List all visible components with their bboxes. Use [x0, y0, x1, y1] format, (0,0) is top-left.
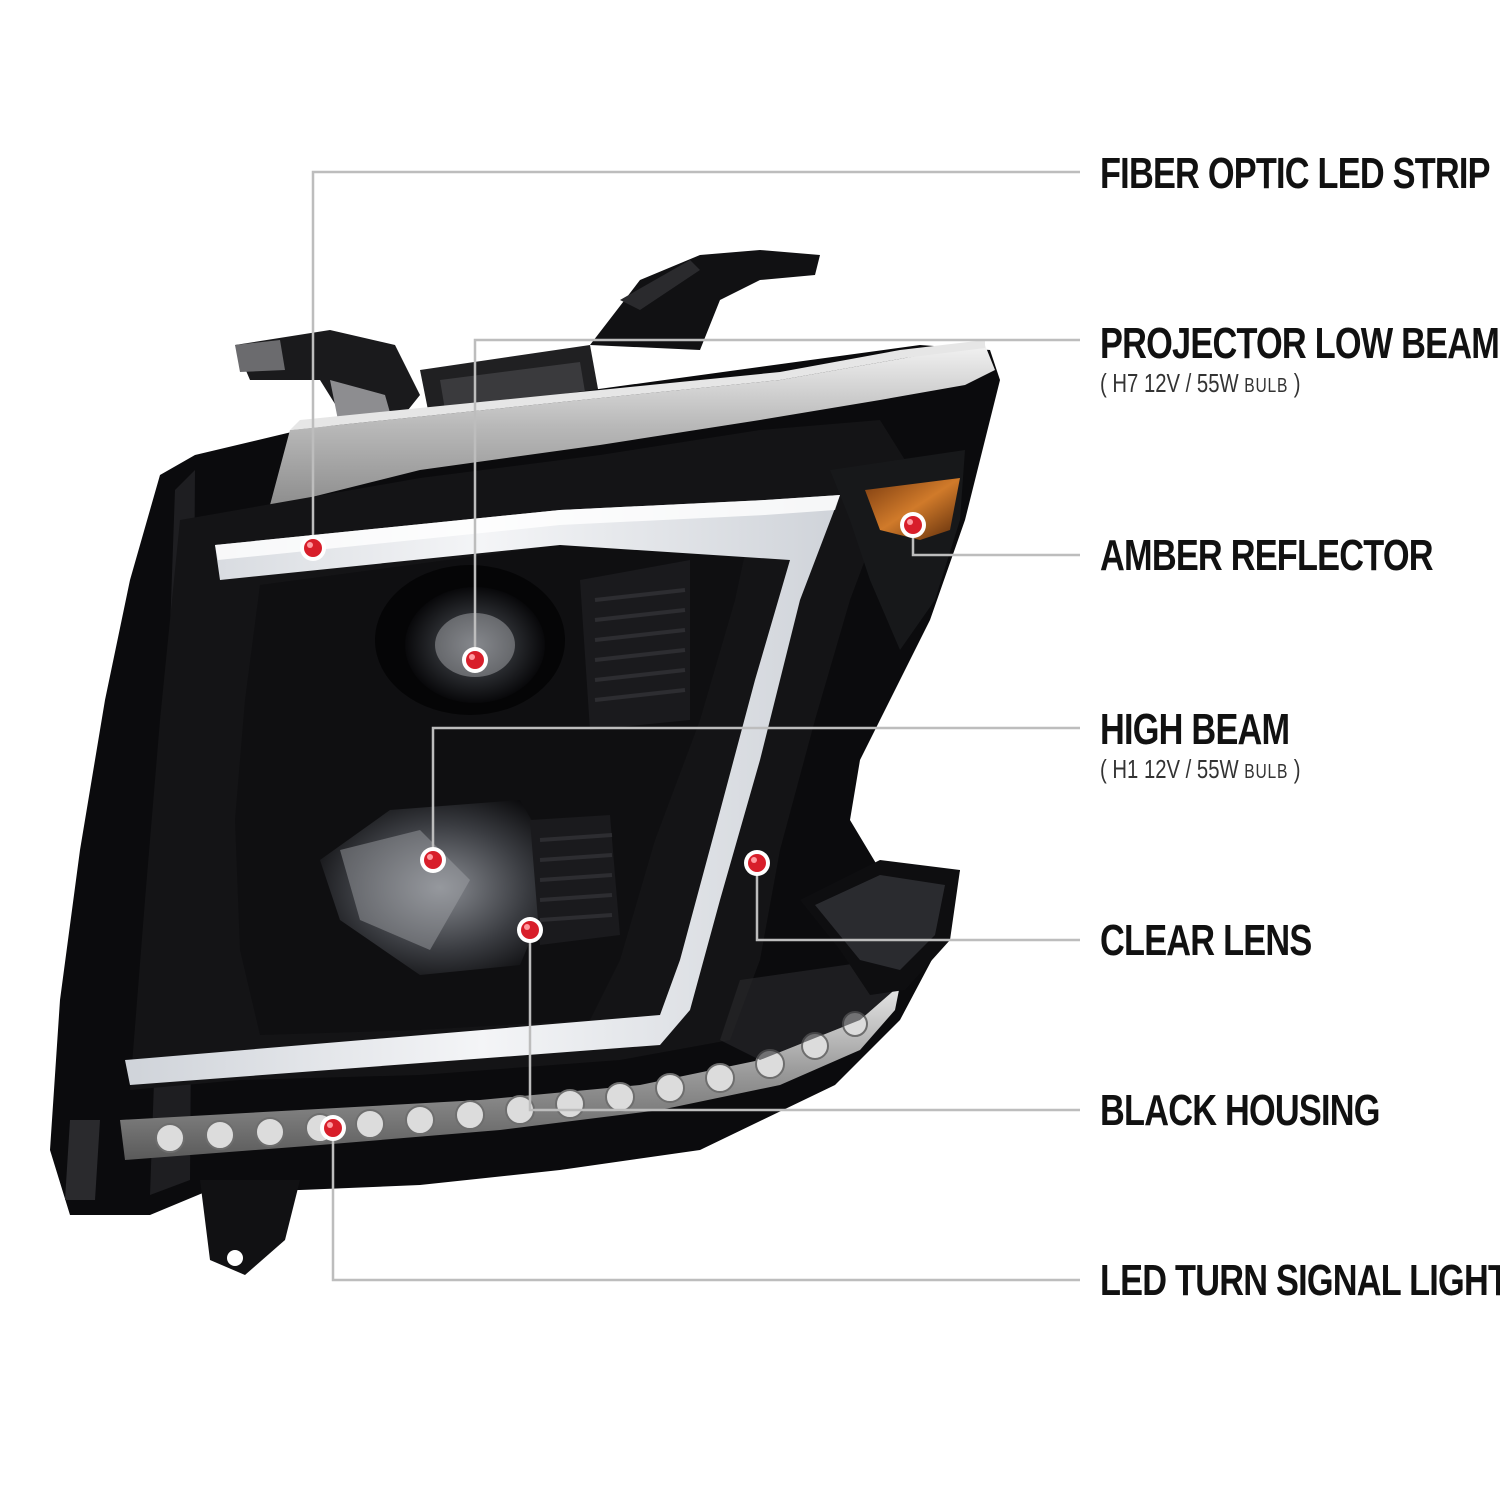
- bulb-spec-close: ): [1288, 368, 1301, 398]
- callout-label-clear-lens: CLEAR LENS: [1100, 916, 1312, 965]
- callout-label-led-turn-signal-light: LED TURN SIGNAL LIGHT: [1100, 1257, 1500, 1305]
- callout-label-high-beam: HIGH BEAM ( H1 12V / 55W BULB ): [1100, 706, 1301, 787]
- callout-title: LED TURN SIGNAL LIGHT: [1100, 1256, 1500, 1305]
- fiber-optic-led-strip-part: [125, 495, 840, 1085]
- bulb-spec-text: ( H7 12V / 55W: [1100, 368, 1245, 398]
- callout-dot-led-turn-signal-light: [320, 1115, 346, 1141]
- callout-spec: ( H7 12V / 55W BULB ): [1100, 368, 1499, 401]
- callout-label-projector-low-beam: PROJECTOR LOW BEAM ( H7 12V / 55W BULB ): [1100, 319, 1500, 401]
- bulb-spec-text: ( H1 12V / 55W: [1100, 754, 1245, 784]
- callout-dot-high-beam: [420, 847, 446, 873]
- callout-title: AMBER REFLECTOR: [1100, 531, 1434, 580]
- callout-spec: ( H1 12V / 55W BULB ): [1100, 754, 1301, 787]
- amber-reflector-part: [830, 450, 965, 650]
- leader-line-fiber-optic-led-strip: [311, 170, 1080, 548]
- leader-line-clear-lens: [755, 863, 1080, 942]
- callout-dot-projector-low-beam: [462, 647, 488, 673]
- bulb-unit-text: BULB: [1244, 761, 1289, 783]
- callout-dot-fiber-optic-led-strip: [300, 535, 326, 561]
- callout-dots: [300, 512, 926, 1141]
- callout-title: FIBER OPTIC LED STRIP: [1100, 149, 1491, 198]
- leader-line-black-housing: [528, 930, 1080, 1112]
- led-turn-signal-strip: [120, 960, 900, 1160]
- leader-line-high-beam: [431, 726, 1080, 860]
- callout-leader-lines: [311, 170, 1080, 1282]
- leader-line-projector-low-beam: [473, 338, 1080, 660]
- lower-clear-lens-fin: [800, 860, 960, 995]
- chrome-trim: [270, 340, 995, 505]
- callout-dot-black-housing: [517, 917, 543, 943]
- callout-title: PROJECTOR LOW BEAM: [1100, 319, 1500, 368]
- callout-label-black-housing: BLACK HOUSING: [1100, 1087, 1380, 1135]
- leader-line-led-turn-signal-light: [331, 1128, 1080, 1282]
- bulb-spec-close: ): [1288, 754, 1301, 784]
- callout-label-fiber-optic-led-strip: FIBER OPTIC LED STRIP: [1100, 149, 1491, 198]
- callout-title: CLEAR LENS: [1100, 916, 1312, 965]
- callout-label-amber-reflector: AMBER REFLECTOR: [1100, 531, 1434, 580]
- callout-title: BLACK HOUSING: [1100, 1086, 1380, 1135]
- callout-dot-clear-lens: [744, 850, 770, 876]
- callout-dot-amber-reflector: [900, 512, 926, 538]
- high-beam-reflector: [320, 800, 620, 975]
- mounting-brackets: [235, 250, 820, 430]
- bulb-unit-text: BULB: [1244, 375, 1289, 397]
- callout-title: HIGH BEAM: [1100, 705, 1290, 754]
